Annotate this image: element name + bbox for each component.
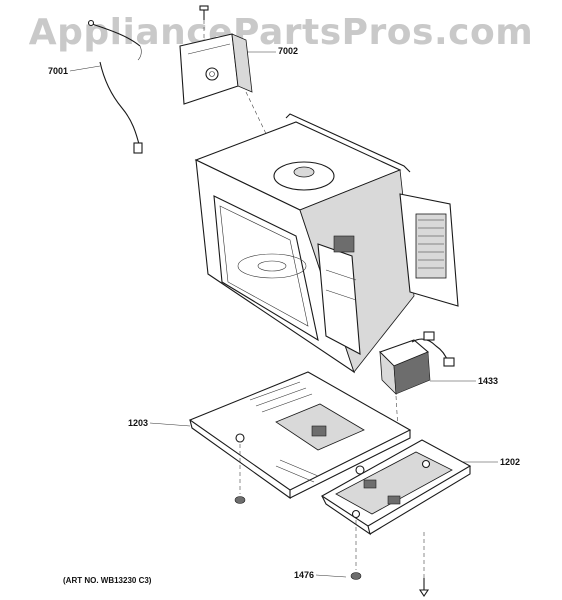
bracket-part: [179, 33, 253, 105]
foot-center: [350, 572, 362, 580]
callout-bracket: 7002: [278, 46, 299, 56]
callout-cover: 1202: [500, 457, 521, 467]
cover-part: [320, 439, 472, 536]
watermark-text: AppliancePartsPros.com: [28, 12, 534, 53]
oven-cavity-part: [194, 113, 415, 374]
callout-base-plate: 1203: [128, 418, 149, 428]
callout-harness: 7001: [48, 66, 69, 76]
art-number: (ART NO. WB13230 C3): [63, 576, 152, 585]
callout-transformer: 1433: [478, 376, 499, 386]
top-screw: [199, 5, 209, 20]
rear-vent-panel: [399, 193, 459, 307]
leader-foot: [315, 574, 347, 578]
leader-base-plate: [149, 422, 191, 427]
screw-bottom-right: [418, 578, 430, 597]
callout-foot: 1476: [294, 570, 315, 580]
foot-left: [234, 496, 246, 504]
bracket-guide-line: [245, 91, 271, 143]
leader-harness: [69, 65, 101, 72]
transformer-part: [378, 331, 455, 396]
wire-harness-part: [87, 19, 143, 154]
base-plate-part: [188, 371, 412, 500]
